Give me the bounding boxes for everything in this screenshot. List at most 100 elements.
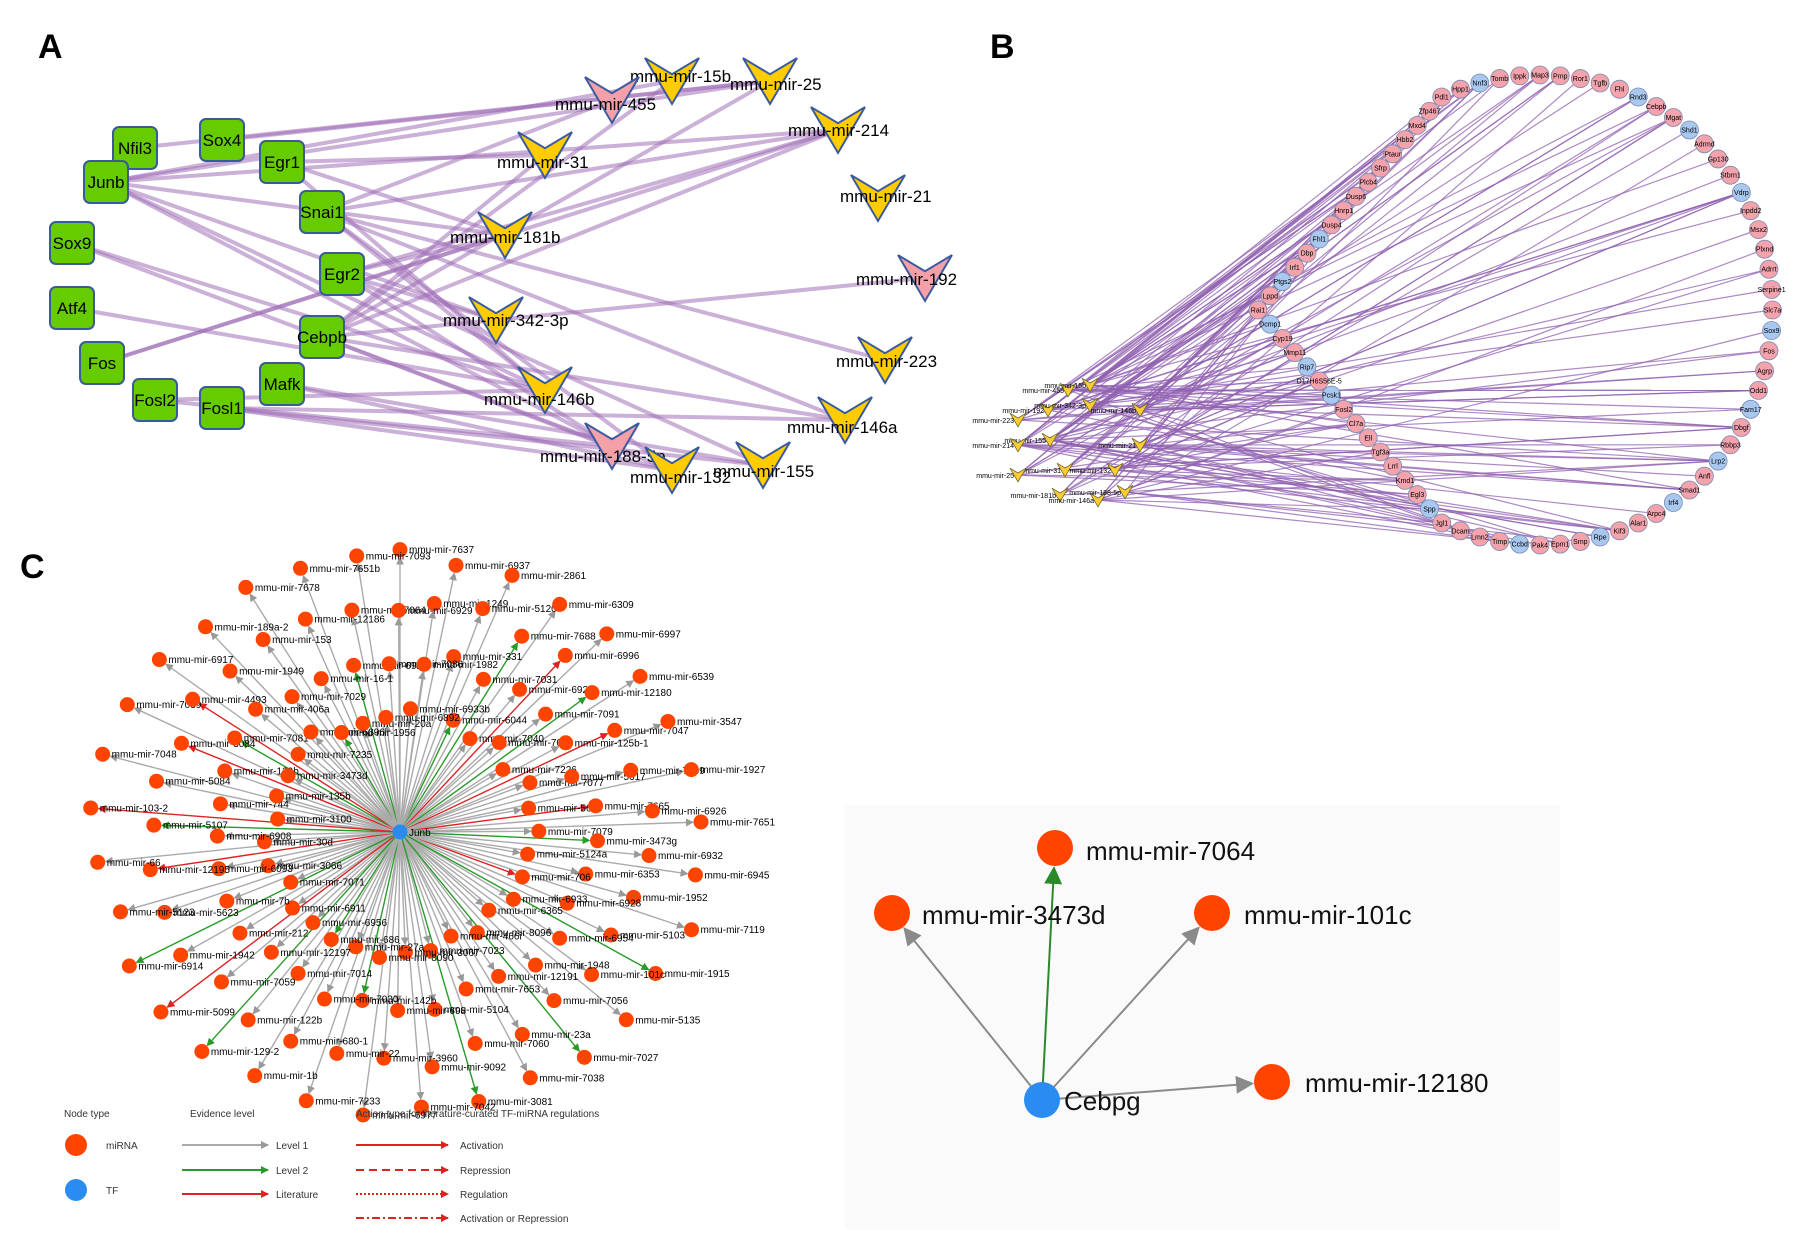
mirna-node-circle bbox=[378, 709, 394, 725]
panel-c-edge bbox=[399, 831, 479, 1095]
mirna-node-label: mmu-mir-6365 bbox=[498, 906, 563, 917]
mirna-node-label: mmu-mir-1948 bbox=[545, 961, 610, 972]
panel-c-edge bbox=[394, 617, 403, 833]
mirna-node-shape bbox=[742, 57, 798, 106]
panel-c-mirna-node-mmu-mir-6093: mmu-mir-6093 bbox=[211, 861, 293, 877]
mirna-node-label: mmu-mir-142b bbox=[371, 996, 436, 1007]
panel-c-edge bbox=[163, 780, 401, 833]
panel-b-gene-node-timp: Timp bbox=[1490, 532, 1510, 551]
panel-b-gene-node-hpp1: Hpp1 bbox=[1451, 79, 1470, 99]
gene-node-circle bbox=[1749, 220, 1768, 240]
mirna-node-circle bbox=[153, 1004, 169, 1020]
mirna-node-label: mmu-mir-7039 bbox=[136, 700, 201, 711]
mirna-node-label: mmu-mir-214 bbox=[788, 121, 889, 140]
mirna-node-circle bbox=[590, 833, 606, 849]
mirna-node-shape bbox=[517, 131, 573, 180]
gene-node-label: Lrp2 bbox=[1711, 459, 1725, 466]
panel-c-mirna-node-mmu-mir-3066: mmu-mir-3066 bbox=[260, 858, 342, 874]
mirna-node-label: mmu-mir-5099 bbox=[170, 1007, 235, 1018]
panel-b-mirna-node-mmu-mir-146a: mmu-mir-146a bbox=[1048, 492, 1107, 508]
mirna-node-circle bbox=[557, 647, 573, 663]
gene-node-circle bbox=[1590, 73, 1610, 93]
mirna-node-label: mmu-mir-1982 bbox=[433, 660, 498, 671]
panel-a-edge bbox=[321, 79, 771, 339]
mirna-node-circle bbox=[83, 800, 99, 816]
panel-b-edge bbox=[1089, 404, 1561, 545]
mirna-node-shape bbox=[735, 441, 791, 490]
mirna-node-circle bbox=[552, 596, 568, 612]
gene-node-circle bbox=[1721, 435, 1740, 455]
panel-c-mirna-node-mmu-mir-7023: mmu-mir-7023 bbox=[423, 943, 505, 959]
panel-b-edge bbox=[1017, 444, 1500, 543]
panel-c-mirna-node-mmu-mir-189a-2: mmu-mir-189a-2 bbox=[198, 619, 289, 635]
mirna-node-label: mmu-mir-155 bbox=[713, 462, 814, 481]
mirna-node-circle bbox=[227, 730, 243, 746]
panel-c-edge bbox=[327, 831, 401, 993]
mirna-node-shape bbox=[477, 211, 533, 260]
gene-node-circle bbox=[1755, 361, 1774, 381]
mirna-node-circle bbox=[618, 1012, 634, 1028]
gene-node-circle bbox=[1510, 66, 1530, 86]
zoom-edge bbox=[903, 927, 1043, 1101]
mirna-node-shape bbox=[1039, 402, 1057, 418]
tf-node-label: Mafk bbox=[264, 375, 301, 394]
panel-c-edge bbox=[399, 831, 591, 845]
panel-c-mirna-node-mmu-mir-5124a: mmu-mir-5124a bbox=[520, 846, 608, 862]
panel-c-mirna-node-mmu-mir-1942: mmu-mir-1942 bbox=[173, 947, 255, 963]
panel-c-edge bbox=[399, 831, 425, 1101]
panel-c-edge bbox=[302, 574, 401, 833]
tf-node-box bbox=[299, 315, 345, 359]
panel-c-mirna-node-mmu-mir-5099: mmu-mir-5099 bbox=[153, 1004, 235, 1020]
panel-b-edge bbox=[1047, 96, 1443, 411]
panel-c-mirna-node-mmu-mir-103-2: mmu-mir-103-2 bbox=[83, 800, 169, 816]
legend-regulation-label: Regulation bbox=[460, 1190, 508, 1201]
mirna-node-circle bbox=[578, 866, 594, 882]
mirna-node-label: mmu-mir-706 bbox=[531, 872, 591, 883]
panel-c-mirna-node-mmu-mir-7653: mmu-mir-7653 bbox=[458, 981, 541, 997]
mirna-node-label: mmu-mir-6353 bbox=[595, 870, 660, 881]
panel-c-mirna-node-mmu-mir-7b: mmu-mir-7b bbox=[219, 893, 290, 909]
mirna-node-label: mmu-mir-12180 bbox=[601, 688, 672, 699]
mirna-node-circle bbox=[505, 891, 521, 907]
panel-b-edge bbox=[1124, 143, 1705, 493]
panel-c-mirna-node-mmu-mir-1982: mmu-mir-1982 bbox=[416, 656, 499, 672]
panel-b-mirna-node-mmu-mir-188-5p: mmu-mir-188-5p bbox=[1069, 484, 1134, 500]
mirna-node-label: mmu-mir-7081 bbox=[244, 733, 309, 744]
gene-node-circle bbox=[1432, 87, 1452, 107]
mirna-node-label: mmu-mir-5124a bbox=[537, 850, 608, 861]
panel-c-edge bbox=[351, 616, 401, 833]
panel-c-edge bbox=[399, 768, 685, 833]
mirna-node-circle bbox=[280, 768, 296, 784]
gene-node-label: Gp130 bbox=[1708, 156, 1729, 163]
panel-c-edge bbox=[399, 572, 457, 833]
panel-b-gene-node-mgat: Mgat bbox=[1663, 108, 1683, 127]
gene-node-label: Tgf3a bbox=[1372, 449, 1390, 456]
panel-c-edge bbox=[399, 770, 624, 833]
panel-b-edge bbox=[1089, 404, 1430, 510]
mirna-node-circle bbox=[467, 1035, 483, 1051]
mirna-node-label: mmu-mir-21 bbox=[1098, 443, 1136, 450]
mirna-node-label: mmu-mir-5104 bbox=[444, 1005, 509, 1016]
mirna-node-circle bbox=[305, 915, 321, 931]
gene-node-circle bbox=[1309, 229, 1329, 249]
panel-b-gene-node-fos: Fos bbox=[1759, 341, 1779, 361]
mirna-node-label: mmu-mir-3066 bbox=[277, 861, 342, 872]
panel-c-edge bbox=[399, 715, 414, 833]
panel-c-edge bbox=[399, 831, 621, 1016]
mirna-node-label: mmu-mir-7119 bbox=[701, 925, 766, 936]
panel-c-mirna-node-mmu-mir-3960: mmu-mir-3960 bbox=[376, 1050, 458, 1066]
mirna-node-circle bbox=[303, 724, 319, 740]
mirna-node-circle bbox=[270, 811, 286, 827]
panel-c-edge bbox=[307, 831, 401, 1095]
mirna-node-label: mmu-mir-15b bbox=[630, 67, 731, 86]
mirna-node-label: mmu-mir-744 bbox=[229, 799, 289, 810]
mirna-node-circle bbox=[641, 848, 657, 864]
mirna-node-label: mmu-mir-7056 bbox=[563, 996, 628, 1007]
panel-b-edge bbox=[1059, 380, 1320, 496]
mirna-node-label: mmu-mir-12186 bbox=[314, 615, 385, 626]
gene-node-circle bbox=[1297, 243, 1317, 263]
mirna-node-shape bbox=[857, 336, 913, 385]
gene-node-circle bbox=[1420, 499, 1439, 519]
